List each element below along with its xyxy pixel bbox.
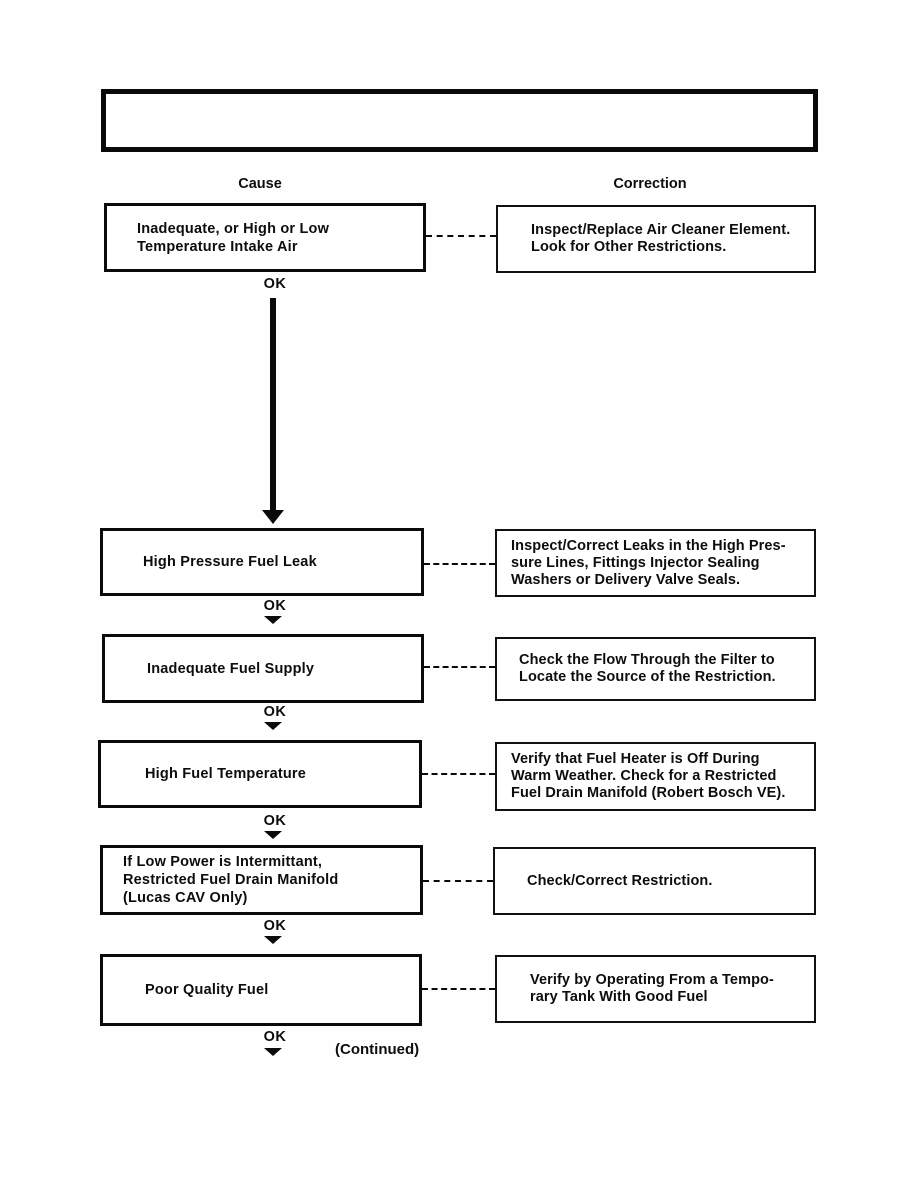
ok-label: OK xyxy=(263,276,287,292)
cause-column-header: Cause xyxy=(238,176,282,192)
dashed-connector xyxy=(422,988,495,990)
ok-label: OK xyxy=(263,918,287,934)
cause-box-drain-manifold: If Low Power is Intermittant, Restricted… xyxy=(100,845,423,915)
cause-box-fuel-leak: High Pressure Fuel Leak xyxy=(100,528,424,596)
ok-label: OK xyxy=(263,813,287,829)
correction-text: Inspect/Correct Leaks in the High Pres- … xyxy=(511,537,786,588)
correction-text: Verify that Fuel Heater is Off During Wa… xyxy=(511,751,786,801)
correction-text: Check/Correct Restriction. xyxy=(527,872,713,889)
down-arrow-icon xyxy=(264,1048,282,1056)
cause-box-intake-air: Inadequate, or High or Low Temperature I… xyxy=(104,203,426,272)
down-arrow-icon xyxy=(264,616,282,624)
cause-text: Inadequate, or High or Low Temperature I… xyxy=(137,220,330,255)
cause-text: High Pressure Fuel Leak xyxy=(143,554,317,570)
correction-box-fuel-heater: Verify that Fuel Heater is Off During Wa… xyxy=(495,742,816,811)
long-down-arrow-head-icon xyxy=(262,510,284,524)
correction-text: Check the Flow Through the Filter to Loc… xyxy=(519,652,776,685)
correction-box-air-cleaner: Inspect/Replace Air Cleaner Element. Loo… xyxy=(496,205,816,273)
long-down-arrow-icon xyxy=(270,298,276,512)
correction-box-fuel-leak: Inspect/Correct Leaks in the High Pres- … xyxy=(495,529,816,597)
dashed-connector xyxy=(424,666,495,668)
ok-label: OK xyxy=(263,704,287,720)
correction-box-restriction: Check/Correct Restriction. xyxy=(493,847,816,915)
ok-label: OK xyxy=(263,598,287,614)
dashed-connector xyxy=(423,880,493,882)
title-box xyxy=(101,89,818,152)
ok-label: OK xyxy=(263,1029,287,1045)
down-arrow-icon xyxy=(264,831,282,839)
down-arrow-icon xyxy=(264,936,282,944)
continued-label: (Continued) xyxy=(335,1041,420,1058)
correction-box-temporary-tank: Verify by Operating From a Tempo- rary T… xyxy=(495,955,816,1023)
cause-box-fuel-temperature: High Fuel Temperature xyxy=(98,740,422,808)
dashed-connector xyxy=(424,563,495,565)
cause-text: High Fuel Temperature xyxy=(145,766,307,782)
cause-box-fuel-supply: Inadequate Fuel Supply xyxy=(102,634,424,703)
correction-box-fuel-supply: Check the Flow Through the Filter to Loc… xyxy=(495,637,816,701)
cause-text: If Low Power is Intermittant, Restricted… xyxy=(123,854,339,906)
correction-column-header: Correction xyxy=(613,176,687,192)
cause-text: Poor Quality Fuel xyxy=(145,982,269,998)
correction-text: Verify by Operating From a Tempo- rary T… xyxy=(530,972,774,1005)
down-arrow-icon xyxy=(264,722,282,730)
correction-text: Inspect/Replace Air Cleaner Element. Loo… xyxy=(531,222,791,255)
dashed-connector xyxy=(422,773,495,775)
cause-box-fuel-quality: Poor Quality Fuel xyxy=(100,954,422,1026)
dashed-connector xyxy=(426,235,496,237)
cause-text: Inadequate Fuel Supply xyxy=(147,660,315,677)
